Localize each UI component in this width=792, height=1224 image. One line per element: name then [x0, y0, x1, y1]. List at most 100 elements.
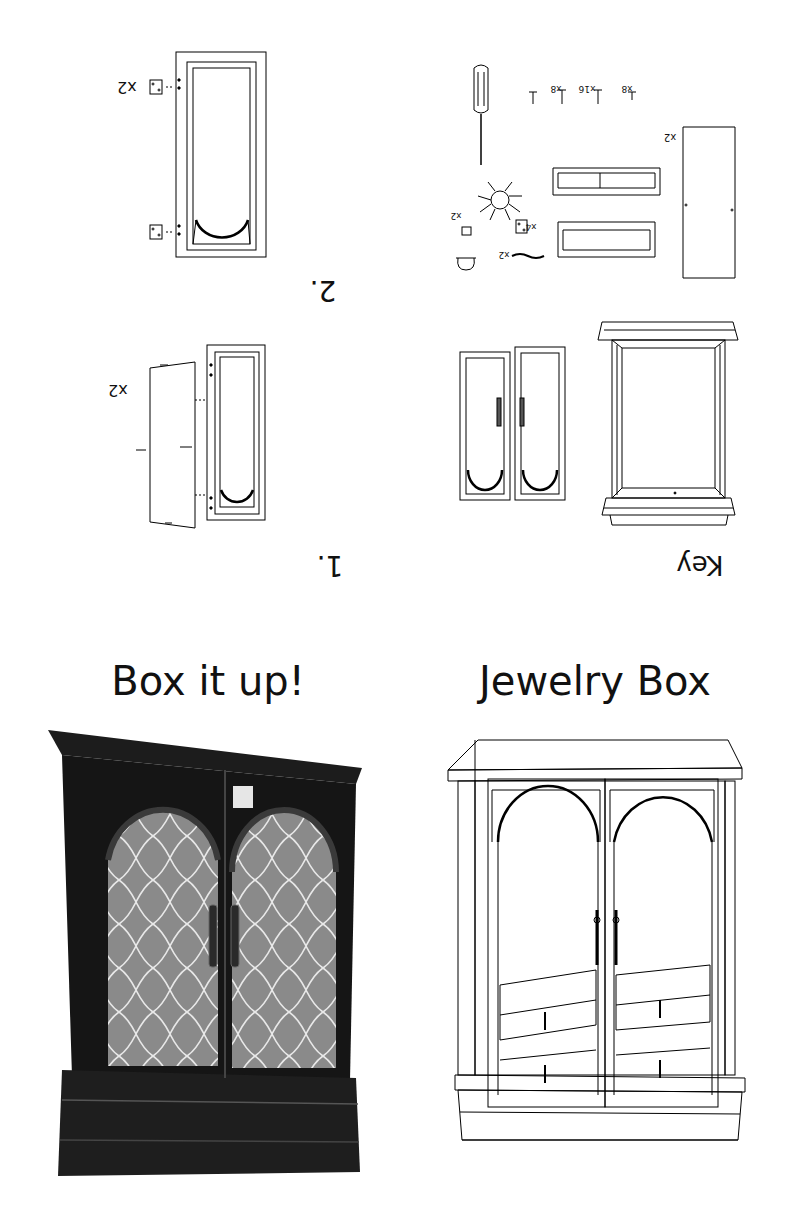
quantity-label: x2 — [664, 132, 676, 142]
illustration-part — [520, 398, 524, 426]
illustration-part — [596, 1000, 597, 1025]
illustration-part — [460, 1112, 740, 1114]
illustration-part — [604, 330, 735, 331]
quantity-label: x2 — [450, 211, 461, 220]
illustration-part — [613, 917, 619, 923]
illustration-part — [674, 492, 676, 494]
quantity-label: x2 — [108, 382, 128, 398]
illustration-part — [598, 842, 599, 1095]
illustration-part — [193, 68, 250, 244]
illustration-part — [558, 173, 655, 188]
illustration-part — [232, 810, 336, 872]
illustration-part — [604, 508, 733, 509]
quantity-label: x4 — [525, 222, 536, 231]
key-heading: Key — [676, 552, 723, 578]
illustration-part — [518, 223, 520, 225]
illustration-part — [563, 230, 650, 250]
page-heading: Jewelry Box — [479, 661, 711, 701]
illustration-part — [221, 490, 253, 502]
illustration-part — [685, 204, 687, 206]
illustration-part — [62, 755, 356, 1080]
illustration-part — [616, 965, 710, 1005]
illustration-part — [614, 842, 615, 1095]
quantity-label: x8 — [550, 84, 561, 93]
illustration-part — [498, 786, 598, 842]
illustration-part — [529, 92, 537, 93]
key-doors — [460, 347, 565, 500]
illustration-part — [210, 497, 212, 499]
illustration-part — [62, 1100, 358, 1104]
illustration-part — [512, 254, 544, 258]
step1-parts — [136, 345, 265, 528]
illustration-part — [233, 786, 253, 808]
illustration-part — [616, 1005, 617, 1030]
illustration-part — [462, 1140, 738, 1141]
illustration-part — [612, 340, 725, 498]
illustration-part — [533, 92, 534, 104]
illustration-part — [683, 127, 735, 278]
illustration-part — [617, 345, 618, 495]
illustration-part — [475, 740, 476, 781]
illustration-part — [500, 970, 596, 1015]
illustration-part — [632, 92, 633, 100]
illustration-part — [458, 781, 475, 1075]
illustration-part — [558, 222, 655, 257]
illustration-part — [210, 374, 212, 376]
illustration-part — [516, 220, 527, 233]
illustration-part — [224, 770, 226, 1078]
illustration-part — [178, 233, 180, 235]
illustration-part — [448, 740, 742, 770]
illustration-part — [725, 781, 735, 1075]
illustration-part — [710, 995, 711, 1022]
illustration-part — [478, 72, 479, 106]
illustration-part — [515, 347, 565, 500]
quantity-label: x2 — [498, 250, 509, 259]
illustration-part — [215, 352, 259, 514]
illustration-part — [523, 470, 557, 490]
illustration-part — [720, 345, 721, 495]
illustration-part — [152, 228, 154, 230]
illustration-part — [150, 80, 162, 94]
illustration-part — [602, 498, 735, 515]
step-number: 2. — [310, 276, 337, 304]
illustration-part — [500, 1015, 501, 1040]
illustration-part — [455, 1075, 745, 1092]
illustration-part — [598, 90, 599, 104]
key-cabinet — [598, 322, 738, 525]
illustration-part — [484, 72, 485, 106]
illustration-part — [500, 1050, 596, 1060]
illustration-part — [456, 258, 476, 270]
illustration-part — [600, 173, 601, 188]
illustration-part — [166, 232, 174, 233]
illustration-part — [58, 1070, 360, 1176]
illustration-part — [210, 507, 212, 509]
illustration-part — [478, 182, 522, 220]
key-parts — [456, 65, 735, 278]
illustration-part — [108, 810, 218, 1066]
illustration-part — [108, 810, 218, 860]
illustration-part — [610, 515, 612, 525]
illustration-part — [160, 365, 168, 366]
illustration-part — [195, 400, 207, 401]
illustration-part — [166, 87, 174, 88]
cabinet-photo — [48, 730, 362, 1176]
illustration-part — [466, 358, 504, 494]
illustration-part — [152, 83, 154, 85]
quantity-label: x16 — [579, 84, 596, 93]
illustration-part — [180, 447, 192, 448]
illustration-part — [460, 352, 510, 500]
quantity-label: x2 — [117, 79, 137, 95]
illustration-part — [178, 79, 180, 81]
illustration-part — [553, 168, 660, 195]
illustration-part — [500, 1025, 596, 1040]
illustration-part — [187, 62, 256, 250]
illustration-part — [178, 225, 180, 227]
illustration-part — [196, 220, 248, 238]
illustration-part — [545, 1000, 660, 1083]
illustration-part — [498, 842, 499, 1095]
illustration-part — [60, 1140, 359, 1142]
illustration-part — [610, 790, 714, 842]
illustration-part — [195, 495, 207, 496]
